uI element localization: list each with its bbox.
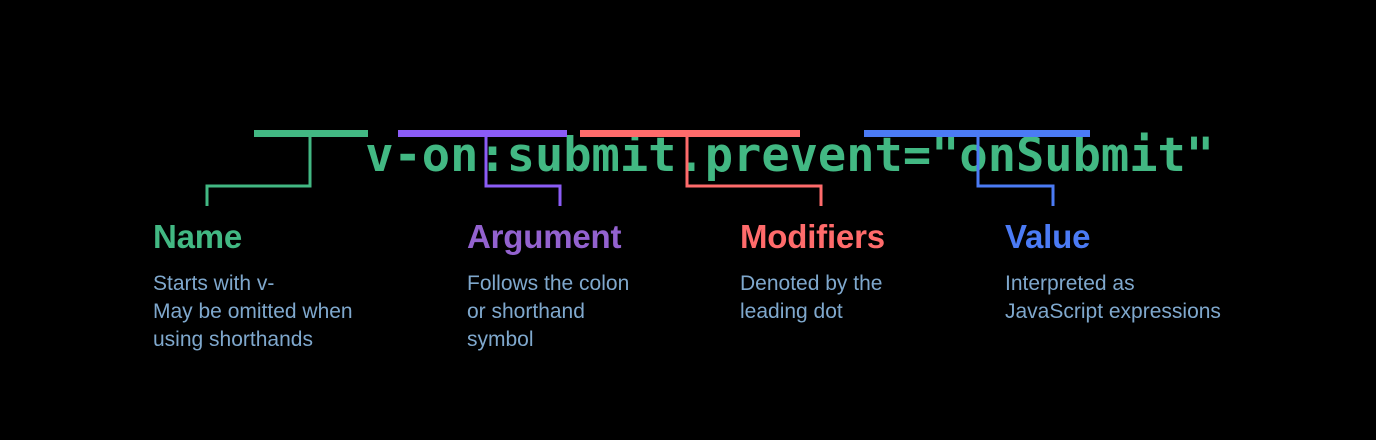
code-segment-argument: :submit	[478, 128, 677, 183]
label-group-modifiers: Modifiers Denoted by the leading dot	[740, 218, 975, 326]
code-segment-modifiers: .prevent	[676, 128, 903, 183]
code-segment-name: v-on	[365, 128, 479, 183]
label-desc-modifiers: Denoted by the leading dot	[740, 272, 883, 323]
label-title-name: Name	[153, 218, 243, 255]
label-desc-value: Interpreted as JavaScript expressions	[1005, 272, 1221, 323]
label-title-value: Value	[1005, 218, 1091, 255]
label-group-name: Name Starts with v- May be omitted when …	[153, 218, 453, 354]
label-desc-argument: Follows the colon or shorthand symbol	[467, 272, 630, 351]
label-group-argument: Argument Follows the colon or shorthand …	[467, 218, 717, 354]
label-group-value: Value Interpreted as JavaScript expressi…	[1005, 218, 1325, 326]
label-title-modifiers: Modifiers	[740, 218, 885, 255]
code-segment-value: ="onSubmit"	[902, 128, 1215, 183]
label-desc-name: Starts with v- May be omitted when using…	[153, 272, 353, 351]
label-title-argument: Argument	[467, 218, 622, 255]
